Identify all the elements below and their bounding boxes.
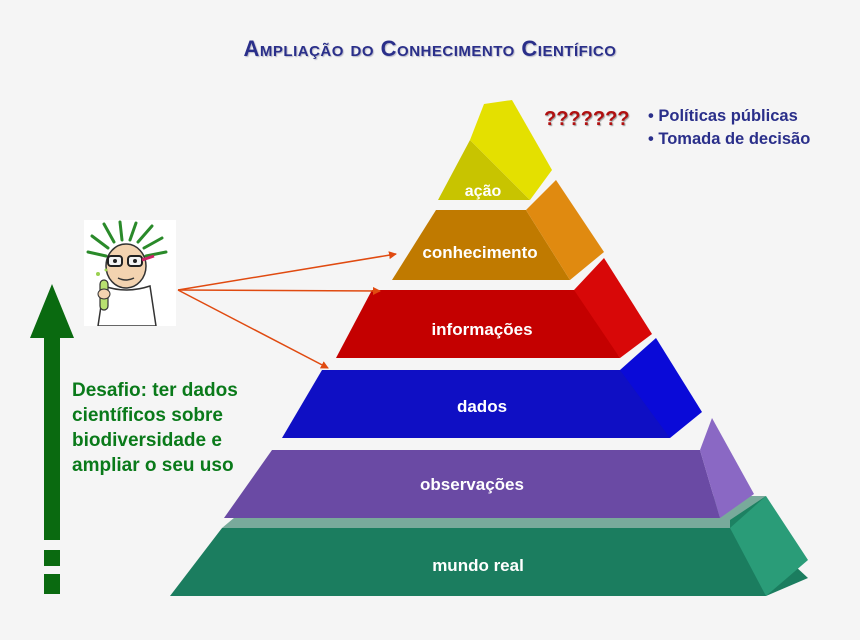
challenge-line: biodiversidade e <box>72 430 222 451</box>
layer-mundo-real-side <box>730 496 808 596</box>
outcomes-list: • Políticas públicas • Tomada de decisão <box>648 105 810 151</box>
page-title: Ampliação do Conhecimento Científico <box>243 36 617 61</box>
challenge-line: científicos sobre <box>72 405 223 426</box>
layer-observacoes: observações <box>224 418 754 518</box>
layer-observacoes-front <box>224 450 720 518</box>
layer-informacoes-front <box>336 290 620 358</box>
layer-observacoes-side <box>700 418 754 518</box>
layer-label-mundo-real: mundo real <box>432 556 524 575</box>
arrow-to-conhecimento <box>177 251 397 291</box>
layer-conhecimento-side <box>526 180 604 280</box>
arrow-to-dados <box>177 289 329 369</box>
challenge-text: Desafio: ter dados científicos sobre bio… <box>72 378 272 478</box>
challenge-line: ampliar o seu uso <box>72 455 234 476</box>
layer-conhecimento-front <box>392 210 570 280</box>
layer-dados-front <box>282 370 670 438</box>
layer-label-acao: ação <box>465 183 502 200</box>
layer-acao-front <box>438 140 530 200</box>
up-arrow-icon <box>30 284 74 594</box>
layer-label-dados: dados <box>457 397 507 416</box>
layer-label-observacoes: observações <box>420 475 524 494</box>
layer-acao-side <box>470 100 552 200</box>
layer-dados: dados <box>282 338 702 438</box>
outcome-item: • Tomada de decisão <box>648 130 811 148</box>
layer-mundo-real-front <box>170 528 808 596</box>
scientist-illustration <box>84 220 176 327</box>
question-marks: ??????? <box>544 108 630 130</box>
arrow-to-informacoes <box>177 286 381 295</box>
challenge-line: Desafio: ter dados <box>72 380 238 401</box>
layer-label-conhecimento: conhecimento <box>422 243 537 262</box>
layer-dados-side <box>620 338 702 438</box>
layer-label-informacoes: informações <box>431 320 532 339</box>
outcome-item: • Políticas públicas <box>648 107 798 125</box>
layer-informacoes: informações <box>336 258 652 358</box>
layer-conhecimento: conhecimento <box>392 180 604 280</box>
layer-informacoes-side <box>574 258 652 358</box>
layer-acao: ação <box>438 100 552 200</box>
